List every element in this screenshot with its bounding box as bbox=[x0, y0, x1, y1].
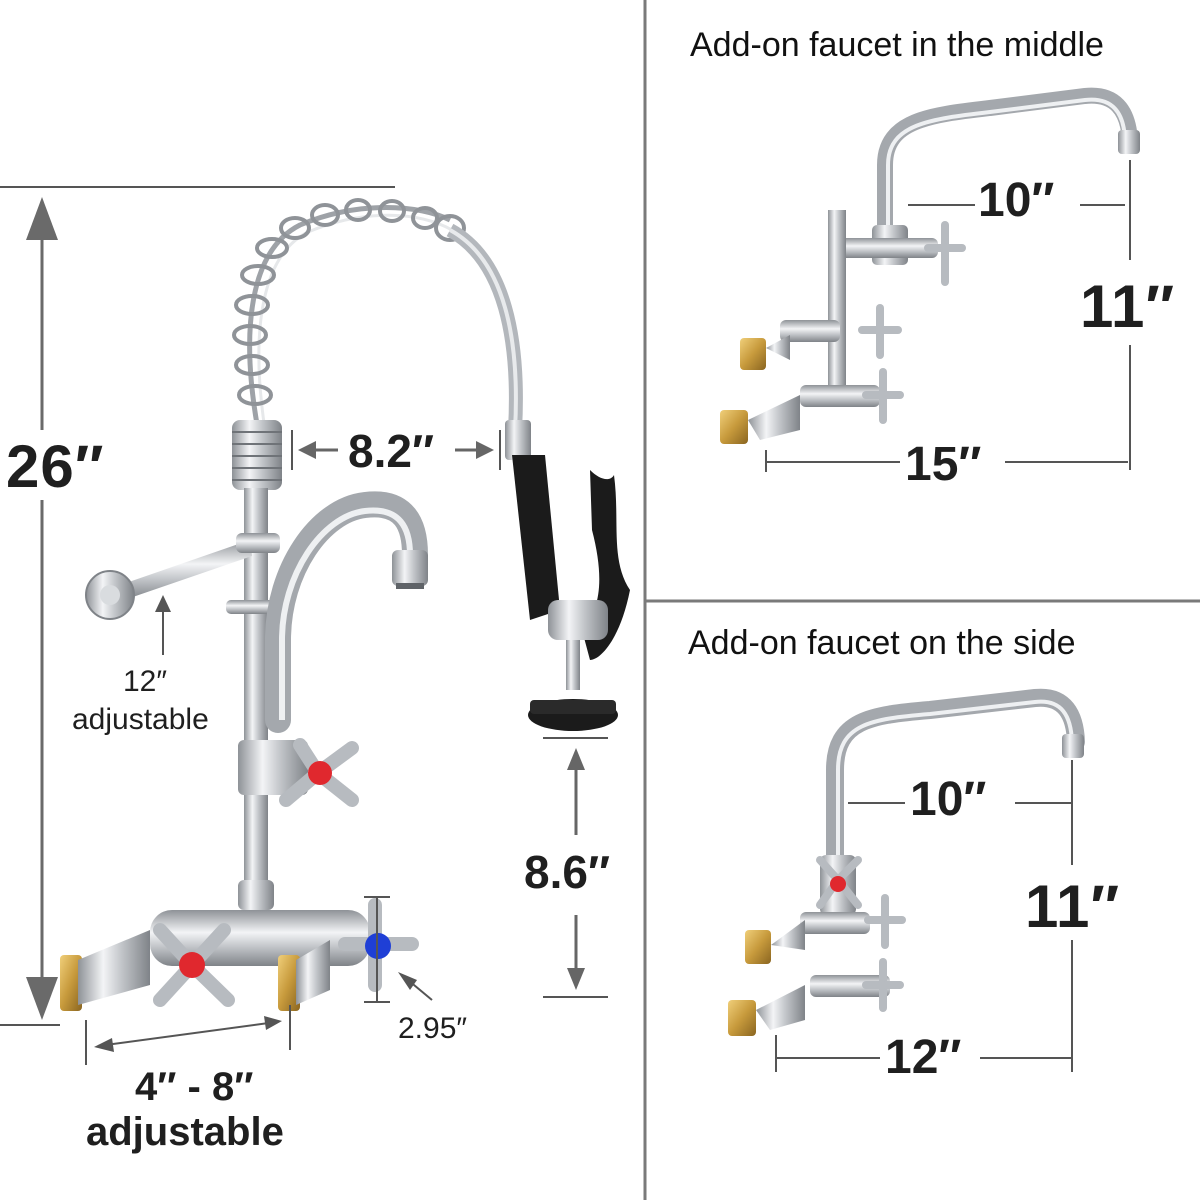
spray-clearance-arrow bbox=[543, 737, 608, 998]
main-faucet-illustration bbox=[0, 186, 630, 1065]
panel-dividers bbox=[643, 0, 1200, 1200]
add-on-middle-illustration bbox=[720, 87, 1140, 472]
add-on-side-illustration bbox=[728, 688, 1085, 1072]
arm-adjustable-label: adjustable bbox=[72, 703, 209, 736]
handle-size-marker bbox=[364, 896, 433, 1003]
spring-body bbox=[232, 420, 282, 490]
wall-bracket-arm bbox=[85, 533, 280, 620]
bottom-right-title: Add-on faucet on the side bbox=[688, 624, 1076, 662]
hose-reach-label: 8.2″ bbox=[348, 425, 434, 477]
bottom-right-width-label: 12″ bbox=[885, 1031, 962, 1084]
riser-pipe bbox=[244, 488, 268, 908]
center-adjustable-label: adjustable bbox=[86, 1110, 284, 1154]
arm-length-label: 12″ bbox=[123, 665, 167, 698]
height-26-label: 26″ bbox=[6, 433, 105, 500]
top-right-width-label: 15″ bbox=[905, 438, 982, 491]
arm-dimension-arrow bbox=[155, 595, 171, 655]
bottom-right-spout-label: 10″ bbox=[910, 773, 987, 826]
center-spread-label: 4″ - 8″ bbox=[135, 1065, 254, 1109]
bottom-right-height-label: 11″ bbox=[1025, 873, 1121, 940]
top-right-spout-label: 10″ bbox=[978, 174, 1055, 227]
top-right-title: Add-on faucet in the middle bbox=[690, 26, 1104, 64]
hot-indicator-icon-side bbox=[830, 876, 846, 892]
height-dimension-arrow bbox=[0, 186, 395, 1026]
hose-reach-arrow bbox=[291, 430, 501, 470]
center-spread-arrow bbox=[85, 1005, 291, 1065]
spray-clearance-label: 8.6″ bbox=[524, 846, 610, 898]
mixing-base bbox=[60, 898, 419, 1011]
add-on-spout bbox=[265, 491, 428, 733]
pre-rinse-sprayer bbox=[505, 420, 630, 731]
spring-loops bbox=[232, 198, 466, 406]
top-right-height-label: 11″ bbox=[1080, 273, 1176, 340]
handle-size-label: 2.95″ bbox=[398, 1012, 468, 1045]
valve-body bbox=[238, 738, 359, 807]
hot-handle-icon bbox=[179, 952, 205, 978]
hot-indicator-icon bbox=[308, 761, 332, 785]
